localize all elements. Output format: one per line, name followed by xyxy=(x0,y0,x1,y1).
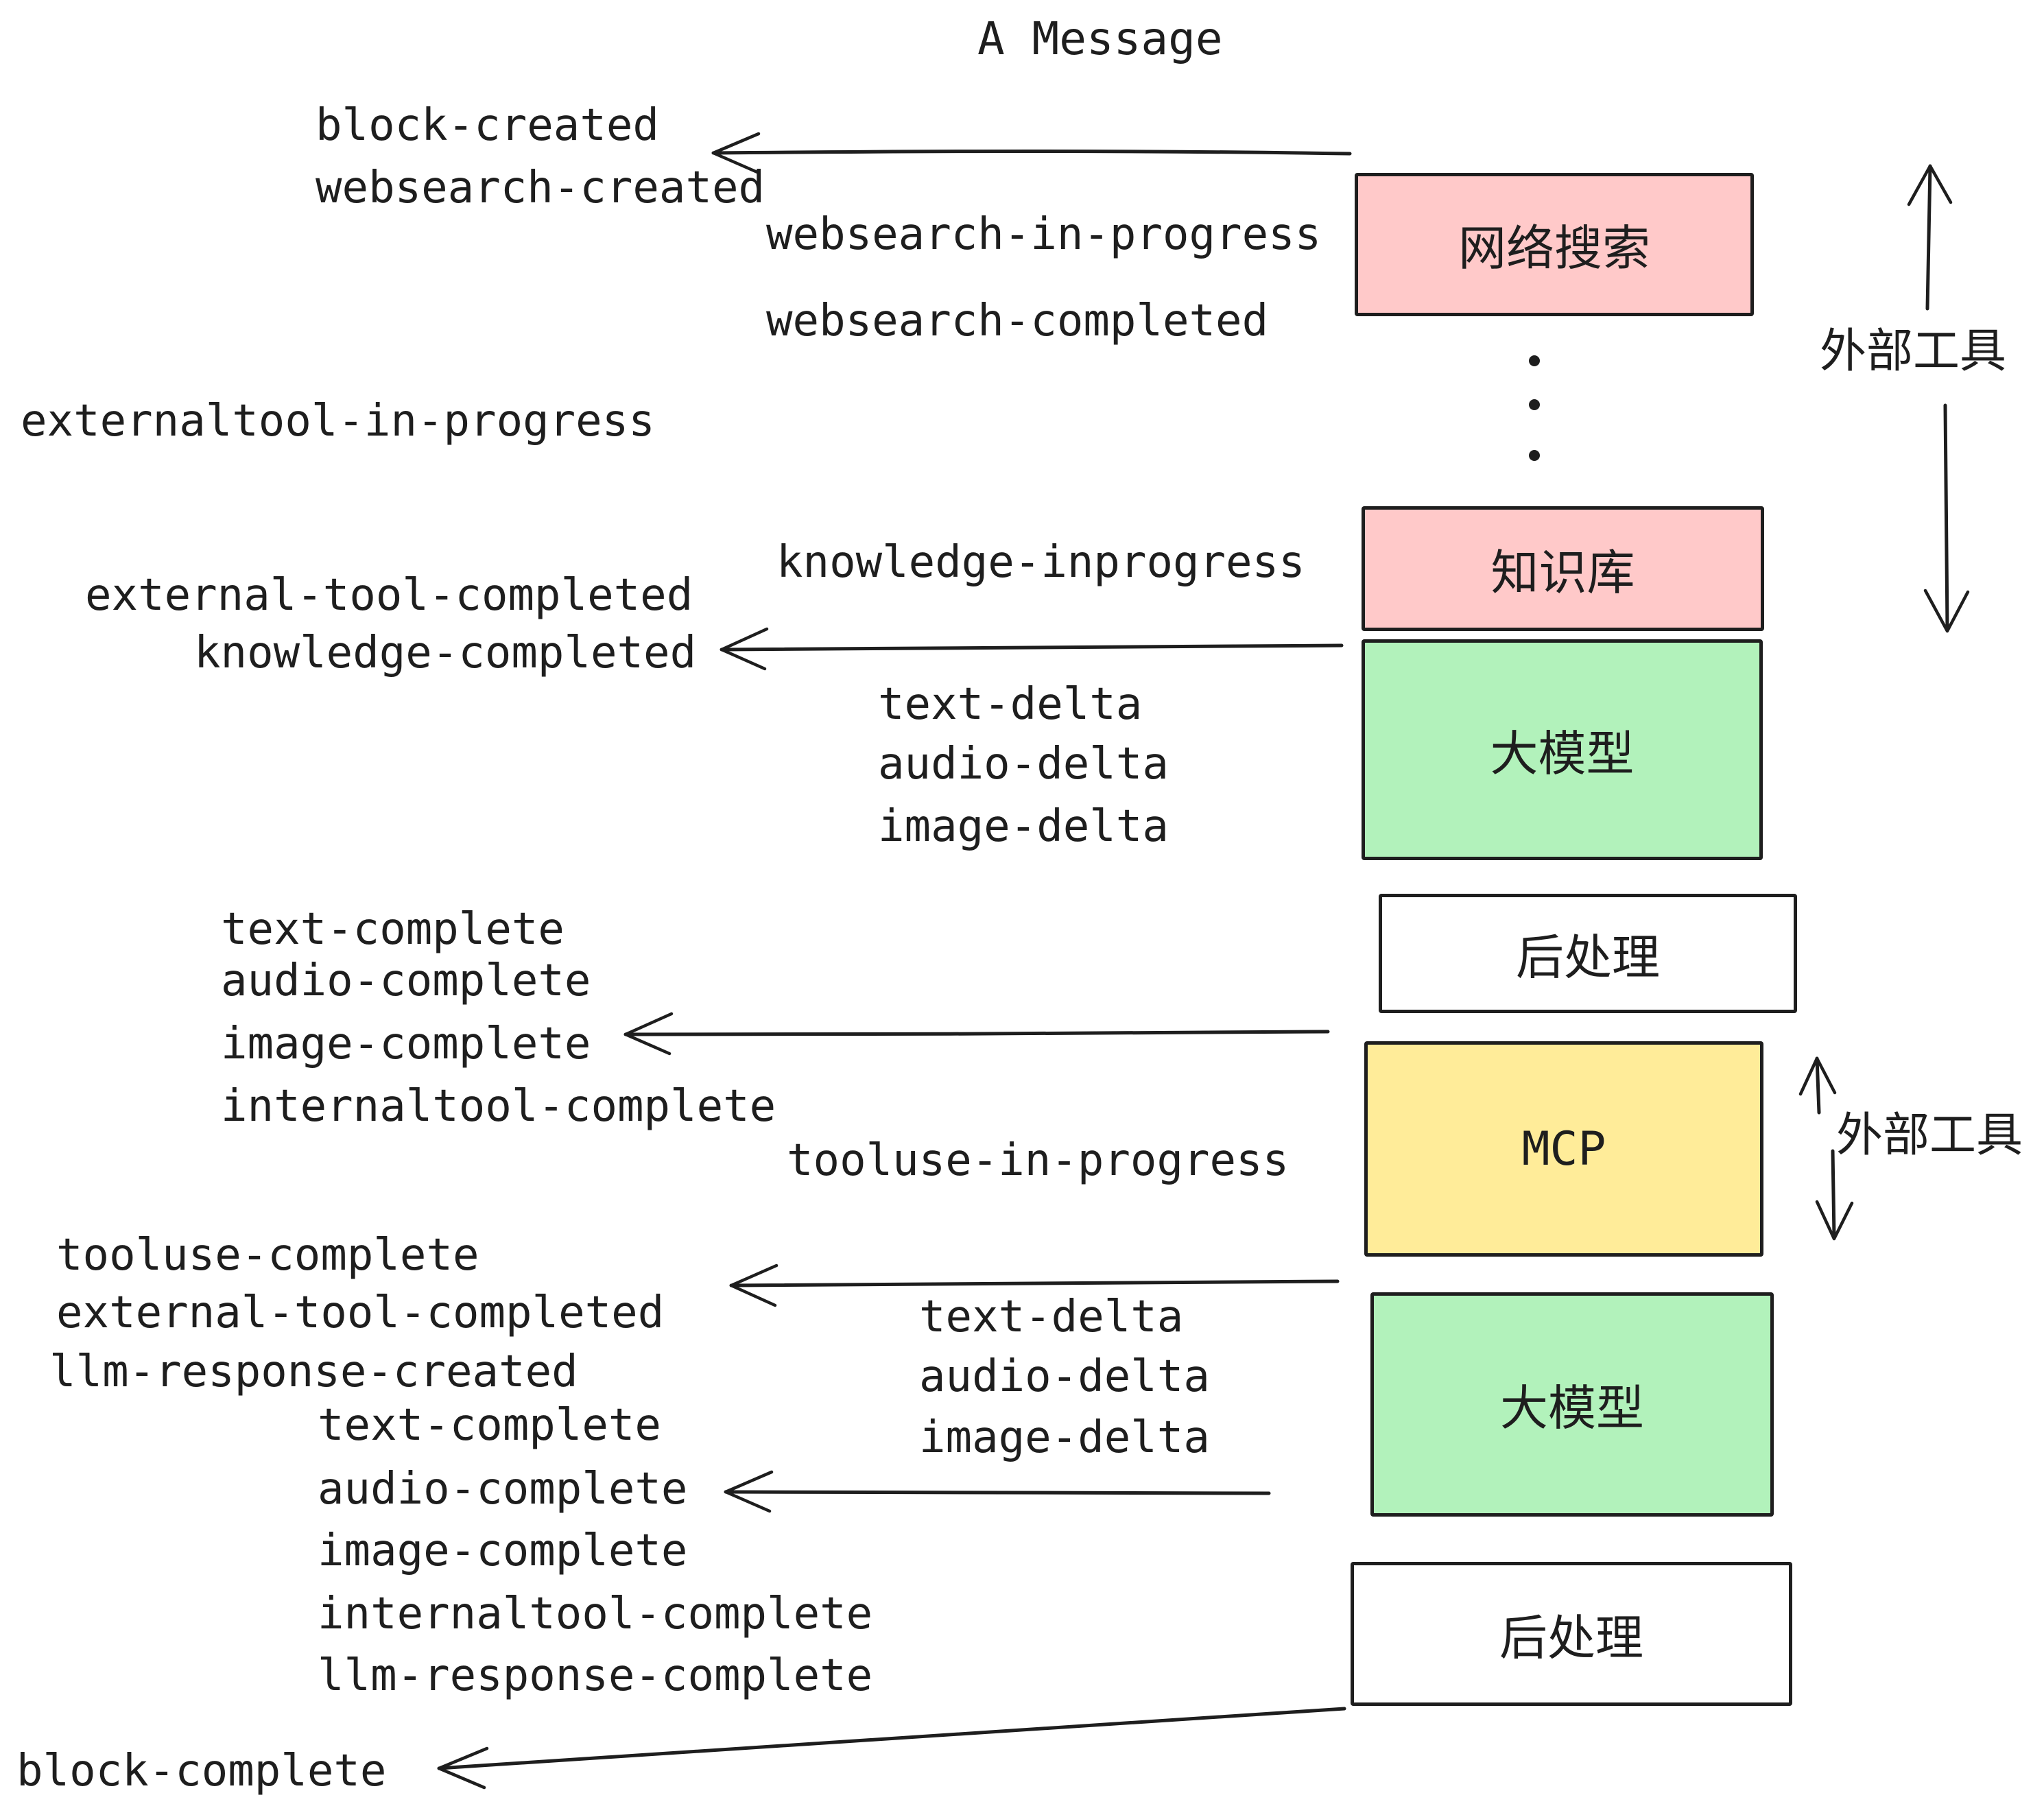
event-label-text-delta: text-delta xyxy=(878,679,1143,730)
box-postprocess-2: 后处理 xyxy=(1351,1562,1792,1706)
event-label-audio-complete: audio-complete xyxy=(221,956,591,1006)
box-label: 大模型 xyxy=(1500,1381,1644,1435)
event-label-text-delta-2: text-delta xyxy=(919,1292,1184,1342)
arrow-up-external-tools-2 xyxy=(1798,1056,1837,1115)
event-label-internaltool-complete-2: internaltool-complete xyxy=(318,1589,873,1639)
event-label-knowledge-completed: knowledge-completed xyxy=(194,628,697,678)
event-label-externaltool-in-progress: externaltool-in-progress xyxy=(21,396,655,447)
arrow-left-block-complete xyxy=(437,1707,1346,1790)
event-label-knowledge-inprogress: knowledge-inprogress xyxy=(776,537,1305,588)
event-label-image-complete-2: image-complete xyxy=(318,1526,688,1576)
box-postprocess-1: 后处理 xyxy=(1379,894,1797,1013)
box-knowledge: 知识库 xyxy=(1362,506,1764,631)
arrow-left-knowledge-completed xyxy=(720,627,1344,671)
event-label-websearch-in-progress: websearch-in-progress xyxy=(766,209,1322,260)
event-label-image-complete: image-complete xyxy=(221,1019,591,1069)
event-label-image-delta: image-delta xyxy=(878,801,1169,852)
box-llm-1: 大模型 xyxy=(1362,639,1763,860)
event-label-audio-delta-2: audio-delta xyxy=(919,1351,1210,1402)
box-label: 网络搜索 xyxy=(1458,222,1650,275)
box-label: 后处理 xyxy=(1516,930,1660,984)
arrow-down-external-tools-1 xyxy=(1923,403,1970,633)
box-mcp: MCP xyxy=(1364,1041,1763,1257)
box-label: 大模型 xyxy=(1490,726,1635,781)
event-label-text-complete-2: text-complete xyxy=(318,1400,661,1451)
box-label: 后处理 xyxy=(1499,1611,1643,1665)
event-label-audio-complete-2: audio-complete xyxy=(318,1464,688,1515)
box-label: 知识库 xyxy=(1490,545,1635,600)
box-label: MCP xyxy=(1521,1121,1606,1176)
arrow-left-block-created xyxy=(711,132,1352,174)
arrow-up-external-tools-1 xyxy=(1907,164,1953,311)
event-label-llm-response-created: llm-response-created xyxy=(49,1346,578,1397)
event-label-external-tool-completed-2: external-tool-completed xyxy=(56,1287,665,1338)
label-external-tools-2: 外部工具 xyxy=(1836,1109,2023,1161)
event-label-tooluse-complete: tooluse-complete xyxy=(56,1230,479,1281)
event-label-image-delta-2: image-delta xyxy=(919,1412,1210,1463)
event-label-internaltool-complete: internaltool-complete xyxy=(221,1081,776,1132)
event-label-text-complete: text-complete xyxy=(221,904,565,955)
event-label-websearch-created: websearch-created xyxy=(316,163,765,213)
box-llm-2: 大模型 xyxy=(1370,1292,1774,1517)
arrow-left-audio-complete xyxy=(724,1470,1271,1513)
event-label-llm-response-complete: llm-response-complete xyxy=(318,1650,873,1701)
label-external-tools-1: 外部工具 xyxy=(1820,325,2007,377)
event-label-audio-delta: audio-delta xyxy=(878,739,1169,790)
event-label-block-created: block-created xyxy=(316,100,659,151)
arrow-down-external-tools-2 xyxy=(1815,1149,1854,1241)
event-label-external-tool-completed: external-tool-completed xyxy=(85,570,693,621)
diagram-title: A Message xyxy=(977,12,1223,65)
event-label-tooluse-in-progress: tooluse-in-progress xyxy=(787,1135,1290,1186)
ellipsis-dots xyxy=(1529,355,1540,461)
event-label-block-complete: block-complete xyxy=(16,1746,387,1796)
event-label-websearch-completed: websearch-completed xyxy=(766,296,1269,346)
arrow-left-image-complete xyxy=(623,1012,1330,1056)
box-websearch: 网络搜索 xyxy=(1355,173,1754,316)
